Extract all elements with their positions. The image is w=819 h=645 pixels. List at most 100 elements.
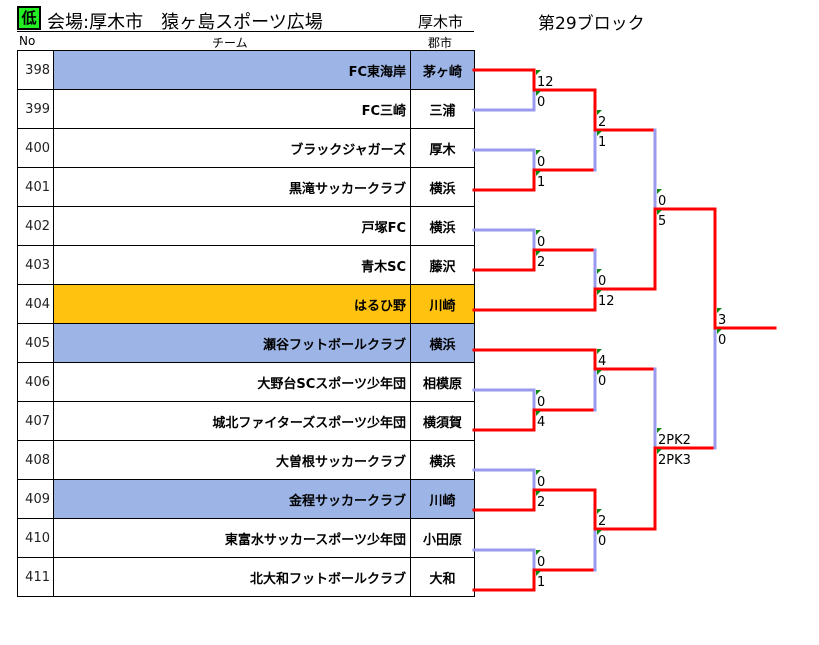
comment-marker-icon (536, 491, 541, 496)
score-bottom: 1 (537, 575, 545, 590)
comment-marker-icon (597, 530, 602, 535)
score-bottom: 0 (718, 333, 726, 348)
comment-marker-icon (597, 110, 602, 115)
score-top: 0 (537, 155, 545, 170)
score-top: 4 (598, 354, 606, 369)
score-top: 2 (598, 115, 606, 130)
team-number: 405 (17, 323, 54, 363)
team-number: 403 (17, 245, 54, 285)
comment-marker-icon (536, 91, 541, 96)
score-top: 0 (537, 475, 545, 490)
comment-marker-icon (597, 269, 602, 274)
team-city: 厚木 (410, 128, 475, 168)
grade-badge: 低 (17, 6, 41, 30)
team-city: 大和 (410, 557, 475, 597)
comment-marker-icon (657, 189, 662, 194)
team-city: 三浦 (410, 89, 475, 129)
team-city: 横浜 (410, 167, 475, 207)
score-bottom: 12 (598, 294, 615, 309)
comment-marker-icon (657, 428, 662, 433)
score-bottom: 0 (537, 95, 545, 110)
team-number: 406 (17, 362, 54, 402)
team-city: 藤沢 (410, 245, 475, 285)
host-city: 厚木市 (418, 13, 464, 31)
team-number: 404 (17, 284, 54, 324)
comment-marker-icon (536, 470, 541, 475)
score-top: 0 (658, 194, 666, 209)
comment-marker-icon (597, 509, 602, 514)
team-name: FC三崎 (53, 89, 411, 129)
comment-marker-icon (536, 571, 541, 576)
score-top: 0 (537, 235, 545, 250)
score-top: 3 (718, 313, 726, 328)
comment-marker-icon (536, 550, 541, 555)
comment-marker-icon (536, 150, 541, 155)
comment-marker-icon (597, 131, 602, 136)
team-name: 金程サッカークラブ (53, 479, 411, 519)
score-bottom: 0 (598, 374, 606, 389)
score-bottom: 2 (537, 255, 545, 270)
team-number: 409 (17, 479, 54, 519)
team-name: 大曽根サッカークラブ (53, 440, 411, 480)
team-number: 407 (17, 401, 54, 441)
comment-marker-icon (536, 230, 541, 235)
score-bottom: 2 (537, 495, 545, 510)
score-top: 2PK2 (658, 433, 691, 448)
team-name: 大野台SCスポーツ少年団 (53, 362, 411, 402)
score-top: 2 (598, 514, 606, 529)
comment-marker-icon (597, 370, 602, 375)
team-name: 城北ファイターズスポーツ少年団 (53, 401, 411, 441)
team-city: 相模原 (410, 362, 475, 402)
team-name: 戸塚FC (53, 206, 411, 246)
team-name: ブラックジャガーズ (53, 128, 411, 168)
team-number: 402 (17, 206, 54, 246)
team-number: 411 (17, 557, 54, 597)
team-city: 小田原 (410, 518, 475, 558)
comment-marker-icon (717, 329, 722, 334)
team-city: 横須賀 (410, 401, 475, 441)
block-title: 第29ブロック (538, 14, 645, 34)
score-bottom: 4 (537, 415, 545, 430)
team-name: 東富水サッカースポーツ少年団 (53, 518, 411, 558)
score-bottom: 5 (658, 214, 666, 229)
column-header-city: 郡市 (428, 36, 453, 50)
comment-marker-icon (536, 251, 541, 256)
comment-marker-icon (536, 171, 541, 176)
comment-marker-icon (657, 210, 662, 215)
column-header-no: No (19, 34, 36, 48)
team-city: 川崎 (410, 479, 475, 519)
score-top: 0 (537, 555, 545, 570)
team-name: はるひ野 (53, 284, 411, 324)
title-underline (17, 31, 474, 32)
team-name: 瀬谷フットボールクラブ (53, 323, 411, 363)
score-bottom: 2PK3 (658, 453, 691, 468)
venue-title: 会場:厚木市 猿ヶ島スポーツ広場 (47, 12, 323, 33)
score-top: 0 (598, 274, 606, 289)
score-top: 0 (537, 395, 545, 410)
comment-marker-icon (536, 70, 541, 75)
score-top: 12 (537, 75, 554, 90)
team-city: 横浜 (410, 440, 475, 480)
comment-marker-icon (536, 390, 541, 395)
team-city: 横浜 (410, 206, 475, 246)
comment-marker-icon (717, 308, 722, 313)
comment-marker-icon (597, 349, 602, 354)
comment-marker-icon (536, 411, 541, 416)
comment-marker-icon (597, 290, 602, 295)
team-name: 北大和フットボールクラブ (53, 557, 411, 597)
score-bottom: 1 (598, 135, 606, 150)
team-name: FC東海岸 (53, 50, 411, 90)
